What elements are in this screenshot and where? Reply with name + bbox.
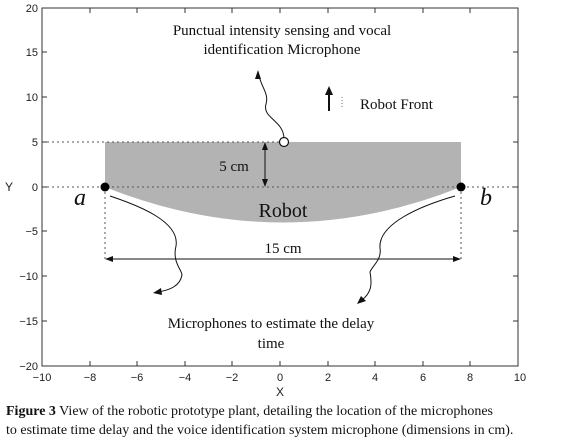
robot-front-label: Robot Front: [360, 97, 434, 113]
y-tick-label: −10: [19, 271, 38, 283]
x-tick-label: −10: [33, 372, 52, 384]
height-dimension-label: 5 cm: [219, 159, 249, 175]
y-tick-label: −5: [25, 226, 38, 238]
robot-layout-diagram: −10 −8 −6 −4 −2 0 2 4 6 8 10 X 20 15 10 …: [5, 3, 526, 399]
width-dimension-label: 15 cm: [264, 241, 301, 257]
point-a-label: a: [74, 185, 86, 211]
caption-figure-number: Figure 3: [6, 404, 56, 419]
caption-text-1: View of the robotic prototype plant, det…: [55, 404, 493, 419]
x-tick-label: 8: [467, 372, 473, 384]
x-tick-label: −4: [179, 372, 192, 384]
top-mic-leader-arrow: [255, 70, 285, 139]
y-tick-label: 10: [26, 92, 38, 104]
top-mic-caption-line2: identification Microphone: [203, 42, 360, 58]
right-mic-leader-arrow: [357, 195, 456, 304]
y-tick-label: −15: [19, 316, 38, 328]
y-tick-label: 5: [32, 137, 38, 149]
x-tick-label: 4: [372, 372, 378, 384]
y-tick-label: 15: [26, 47, 38, 59]
robot-front-arrow-icon: [325, 86, 343, 111]
y-tick-label: 0: [32, 182, 38, 194]
y-axis-label: Y: [5, 180, 13, 194]
x-tick-label: 6: [420, 372, 426, 384]
y-tick-label: −20: [19, 361, 38, 373]
x-tick-label: 0: [277, 372, 283, 384]
microphone-b-marker: [456, 182, 466, 192]
x-tick-label: −6: [131, 372, 144, 384]
microphone-a-marker: [100, 182, 110, 192]
x-tick-label: −8: [84, 372, 97, 384]
caption-line-1: Figure 3 View of the robotic prototype p…: [6, 402, 576, 421]
robot-label: Robot: [259, 200, 308, 222]
figure-caption: Figure 3 View of the robotic prototype p…: [6, 402, 576, 440]
y-tick-label: 20: [26, 3, 38, 15]
left-mic-leader-arrow: [109, 195, 183, 295]
x-tick-label: 10: [514, 372, 526, 384]
height-dimension-arrow: [262, 142, 268, 187]
point-b-label: b: [480, 185, 492, 211]
robot-body: [105, 142, 461, 223]
x-tick-label: 2: [325, 372, 331, 384]
width-dimension-arrow: [105, 256, 461, 262]
top-mic-caption-line1: Punctual intensity sensing and vocal: [173, 23, 391, 39]
x-tick-label: −2: [226, 372, 239, 384]
x-axis-ticks: [41, 8, 519, 366]
x-axis-label: X: [276, 385, 284, 399]
y-axis-ticks: [42, 7, 518, 367]
delay-mics-caption-line1: Microphones to estimate the delay: [168, 316, 375, 332]
delay-mics-caption-line2: time: [258, 336, 285, 352]
caption-line-2: to estimate time delay and the voice ide…: [6, 423, 514, 438]
top-microphone-marker: [278, 136, 290, 148]
